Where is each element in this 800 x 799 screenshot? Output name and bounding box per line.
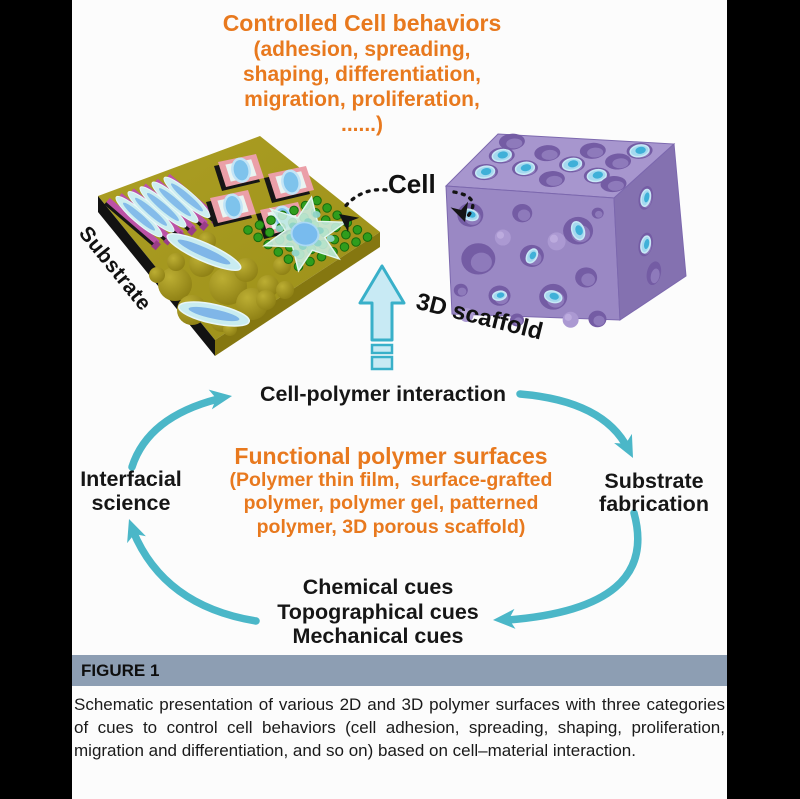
functional-polymer-surfaces-heading: Functional polymer surfaces (234, 443, 548, 469)
arc-head-bottom-icon (493, 608, 516, 629)
cycle-node-cues: Chemical cues Topographical cues Mechani… (277, 575, 479, 649)
figure-caption: Schematic presentation of various 2D and… (74, 695, 725, 761)
chemical-cues-line: Chemical cues (302, 575, 454, 599)
fps-line-3: polymer, 3D porous scaffold) (256, 515, 526, 538)
star-shaped-cell (262, 195, 348, 273)
fps-line-1: (Polymer thin film, surface-grafted (229, 469, 553, 491)
figure-title-block: Controlled Cell behaviors (adhesion, spr… (223, 10, 502, 137)
behaviors-line-3: migration, proliferation, (244, 88, 480, 111)
topographical-cues-line: Topographical cues (277, 599, 479, 624)
arc-head-top-icon (208, 389, 232, 410)
science-line: science (91, 491, 171, 515)
mechanical-cues-line: Mechanical cues (292, 624, 464, 648)
figure-number-bar: FIGURE 1 (72, 655, 727, 686)
scaffold-illustration (444, 133, 687, 328)
functional-polymer-surfaces-block: Functional polymer surfaces (Polymer thi… (230, 443, 553, 539)
scaffold-right-face (613, 142, 687, 321)
substrate-illustration (98, 136, 380, 356)
substrate-front-edge (215, 232, 380, 356)
arc-interfacial-to-interaction (128, 395, 222, 471)
figure-number-label: FIGURE 1 (81, 661, 160, 680)
behaviors-line-2: shaping, differentiation, (242, 63, 482, 86)
arc-head-left-icon (127, 519, 146, 544)
controlled-cell-behaviors-heading: Controlled Cell behaviors (222, 10, 502, 36)
arc-head-right-icon (614, 433, 633, 458)
cycle-node-cell-polymer-interaction: Cell-polymer interaction (259, 382, 507, 406)
cell-label: Cell (388, 169, 436, 199)
cycle-node-interfacial-science: Interfacial science (80, 467, 182, 515)
cycle-node-substrate-fabrication: Substrate fabrication (599, 470, 709, 516)
arc-cues-to-interfacial (129, 527, 260, 625)
arc-interaction-to-fabrication (516, 390, 632, 453)
scaffold-pores-and-cells (453, 133, 662, 328)
figure-panel: Controlled Cell behaviors (adhesion, spr… (72, 0, 727, 799)
behaviors-line-1: (adhesion, spreading, (253, 38, 471, 61)
fps-line-2: polymer, polymer gel, patterned (243, 492, 539, 515)
behaviors-line-4: ......) (340, 113, 383, 136)
interfacial-line: Interfacial (80, 467, 182, 491)
substrate-fabrication-line-2: fabrication (599, 492, 709, 516)
substrate-fabrication-line-1: Substrate (604, 469, 704, 493)
micro-groove-pattern (104, 173, 221, 251)
elongated-cells (166, 233, 251, 327)
